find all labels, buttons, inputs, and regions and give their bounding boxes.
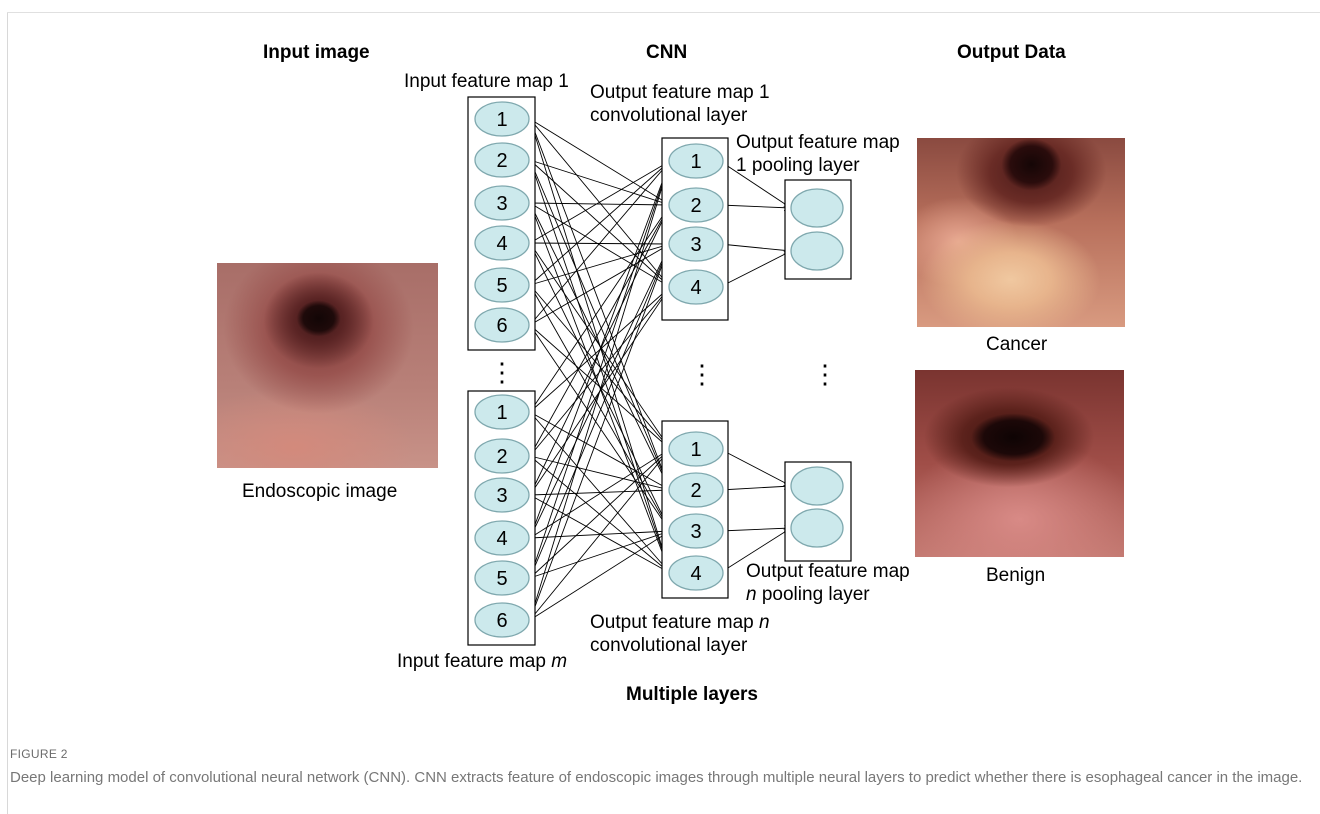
node-number: 3: [690, 521, 701, 543]
node-number: 1: [690, 439, 701, 461]
connection-line: [530, 161, 670, 538]
node-number: 3: [496, 485, 507, 507]
pool-node-bottom-2: [791, 509, 843, 547]
connection-line: [530, 449, 670, 620]
connection-line: [530, 449, 670, 578]
conv-node-bottom-2: 2: [669, 473, 723, 507]
figure-caption: Deep learning model of convolutional neu…: [10, 767, 1310, 788]
connection-line: [530, 244, 670, 285]
conv-node-top-2: 2: [669, 188, 723, 222]
conv-node-top-3: 3: [669, 227, 723, 261]
figure-label: FIGURE 2: [10, 747, 68, 761]
input-node-top-5: 5: [475, 268, 529, 302]
node-ellipse: [791, 232, 843, 270]
pooling-line: [720, 251, 791, 287]
input-node-top-2: 2: [475, 143, 529, 177]
vertical-ellipsis: ⋮: [812, 359, 838, 389]
node-number: 6: [496, 315, 507, 337]
node-number: 4: [690, 277, 701, 299]
connection-line: [530, 160, 670, 205]
node-number: 2: [690, 480, 701, 502]
connection-line: [530, 160, 670, 490]
connection-line: [530, 531, 670, 578]
conv-node-bottom-4: 4: [669, 556, 723, 590]
connection-line: [530, 161, 670, 620]
input-node-top-3: 3: [475, 186, 529, 220]
node-number: 2: [496, 446, 507, 468]
conv-node-top-1: 1: [669, 144, 723, 178]
pooling-line: [720, 528, 791, 531]
conv-node-bottom-3: 3: [669, 514, 723, 548]
pool-node-top-1: [791, 189, 843, 227]
connection-line: [530, 119, 670, 205]
node-ellipse: [791, 509, 843, 547]
node-number: 4: [496, 233, 507, 255]
input-node-top-6: 6: [475, 308, 529, 342]
connection-line: [530, 531, 670, 620]
vertical-ellipsis: ⋮: [689, 359, 715, 389]
connection-line: [530, 244, 670, 578]
pooling-line: [720, 486, 791, 490]
node-number: 5: [496, 568, 507, 590]
node-number: 3: [496, 193, 507, 215]
pool-node-bottom-1: [791, 467, 843, 505]
input-node-top-4: 4: [475, 226, 529, 260]
pooling-line: [720, 449, 791, 486]
input-node-bottom-1: 1: [475, 395, 529, 429]
vertical-ellipsis: ⋮: [489, 357, 515, 387]
node-number: 2: [496, 150, 507, 172]
pooling-line: [720, 244, 791, 251]
input-node-bottom-3: 3: [475, 478, 529, 512]
conv-node-top-4: 4: [669, 270, 723, 304]
connection-line: [530, 119, 670, 490]
node-number: 1: [496, 402, 507, 424]
input-node-bottom-5: 5: [475, 561, 529, 595]
node-number: 2: [690, 195, 701, 217]
node-number: 4: [496, 528, 507, 550]
connection-line: [530, 205, 670, 412]
connection-line: [530, 285, 670, 449]
node-ellipse: [791, 467, 843, 505]
input-node-bottom-4: 4: [475, 521, 529, 555]
pool-node-top-2: [791, 232, 843, 270]
node-ellipse: [791, 189, 843, 227]
layer-boxes: [468, 97, 851, 645]
node-number: 3: [690, 234, 701, 256]
node-number: 1: [496, 109, 507, 131]
input-node-top-1: 1: [475, 102, 529, 136]
connections: [530, 119, 791, 620]
ellipsis-group: ⋮ ⋮ ⋮: [489, 357, 838, 389]
connection-line: [530, 325, 670, 531]
input-node-bottom-2: 2: [475, 439, 529, 473]
pooling-line: [720, 205, 791, 208]
node-number: 6: [496, 610, 507, 632]
conv-node-bottom-1: 1: [669, 432, 723, 466]
node-number: 5: [496, 275, 507, 297]
pooling-line: [720, 161, 791, 208]
node-number: 4: [690, 563, 701, 585]
pooling-line: [720, 528, 791, 573]
input-node-bottom-6: 6: [475, 603, 529, 637]
node-number: 1: [690, 151, 701, 173]
